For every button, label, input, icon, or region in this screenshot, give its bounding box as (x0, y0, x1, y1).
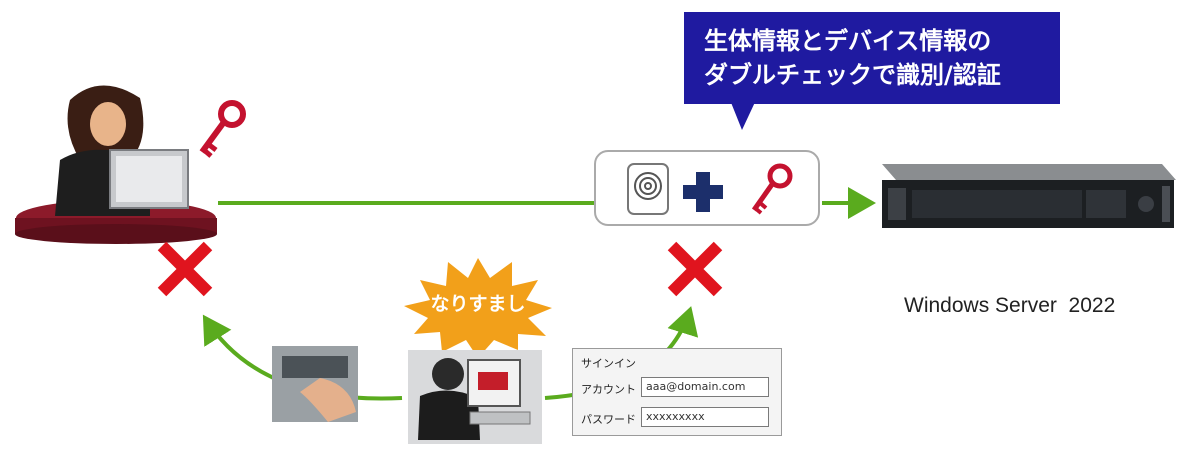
device-key-icon (751, 163, 793, 215)
user-key-icon (199, 100, 246, 158)
password-label: パスワード (581, 413, 636, 426)
spoofing-burst-shape (404, 258, 552, 358)
server-caption: Windows Server 2022 (904, 294, 1116, 317)
auth-factors-box (594, 150, 820, 226)
double-check-callout: 生体情報とデバイス情報の ダブルチェックで識別/認証 (684, 12, 1060, 104)
block-cross-left-icon (157, 241, 213, 297)
user-at-desk-illustration (15, 85, 217, 244)
callout-line-2: ダブルチェックで識別/認証 (704, 61, 1001, 89)
signin-title: サインイン (581, 357, 636, 370)
block-cross-right-icon (667, 241, 723, 297)
callout-line-1: 生体情報とデバイス情報の (704, 27, 992, 55)
account-field[interactable]: aaa@domain.com (641, 377, 769, 397)
auth-factors-icons (627, 163, 793, 215)
server-illustration (882, 164, 1176, 228)
password-field[interactable]: xxxxxxxxx (641, 407, 769, 427)
spoofing-label: なりすまし (430, 293, 526, 315)
signin-form: サインイン アカウント aaa@domain.com パスワード xxxxxxx… (572, 348, 782, 436)
account-label: アカウント (581, 383, 636, 396)
fingerprint-theft-illustration (272, 346, 358, 422)
attacker-illustration (408, 350, 542, 444)
plus-icon (683, 172, 723, 212)
fingerprint-icon (627, 163, 669, 215)
callout-tail (730, 100, 756, 130)
